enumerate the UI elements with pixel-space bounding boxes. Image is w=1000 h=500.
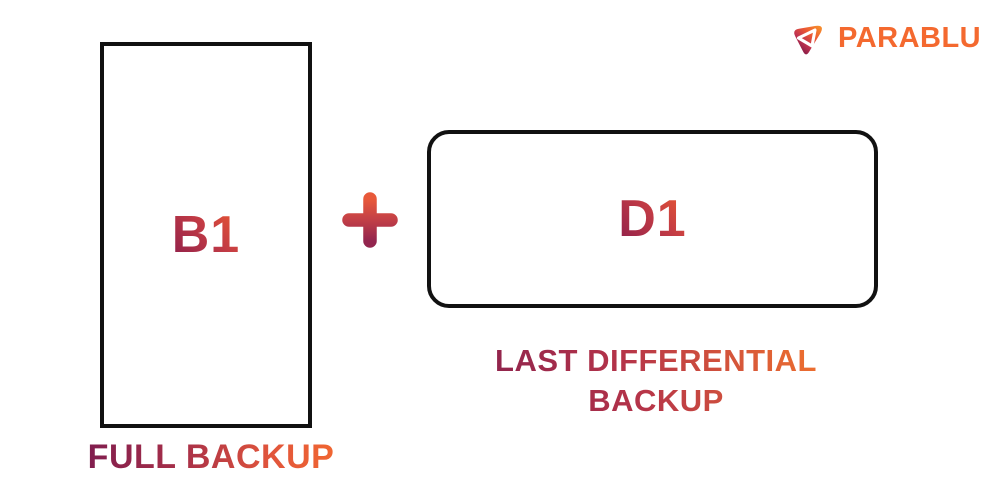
full-backup-box: B1 — [100, 42, 312, 428]
differential-backup-caption: LAST DIFFERENTIAL BACKUP — [436, 341, 876, 421]
differential-caption-line2: BACKUP — [588, 383, 724, 418]
differential-caption-line1: LAST DIFFERENTIAL — [495, 343, 817, 378]
parablu-brand-text: PARABLU — [838, 21, 982, 54]
differential-backup-box: D1 — [427, 130, 878, 308]
differential-backup-block-label: D1 — [618, 190, 687, 248]
parablu-logo: PARABLU — [788, 16, 981, 60]
parablu-triangle-icon — [794, 25, 822, 55]
plus-operator-icon — [342, 192, 398, 248]
full-backup-caption: FULL BACKUP — [76, 438, 346, 477]
full-backup-block-label: B1 — [171, 206, 241, 264]
